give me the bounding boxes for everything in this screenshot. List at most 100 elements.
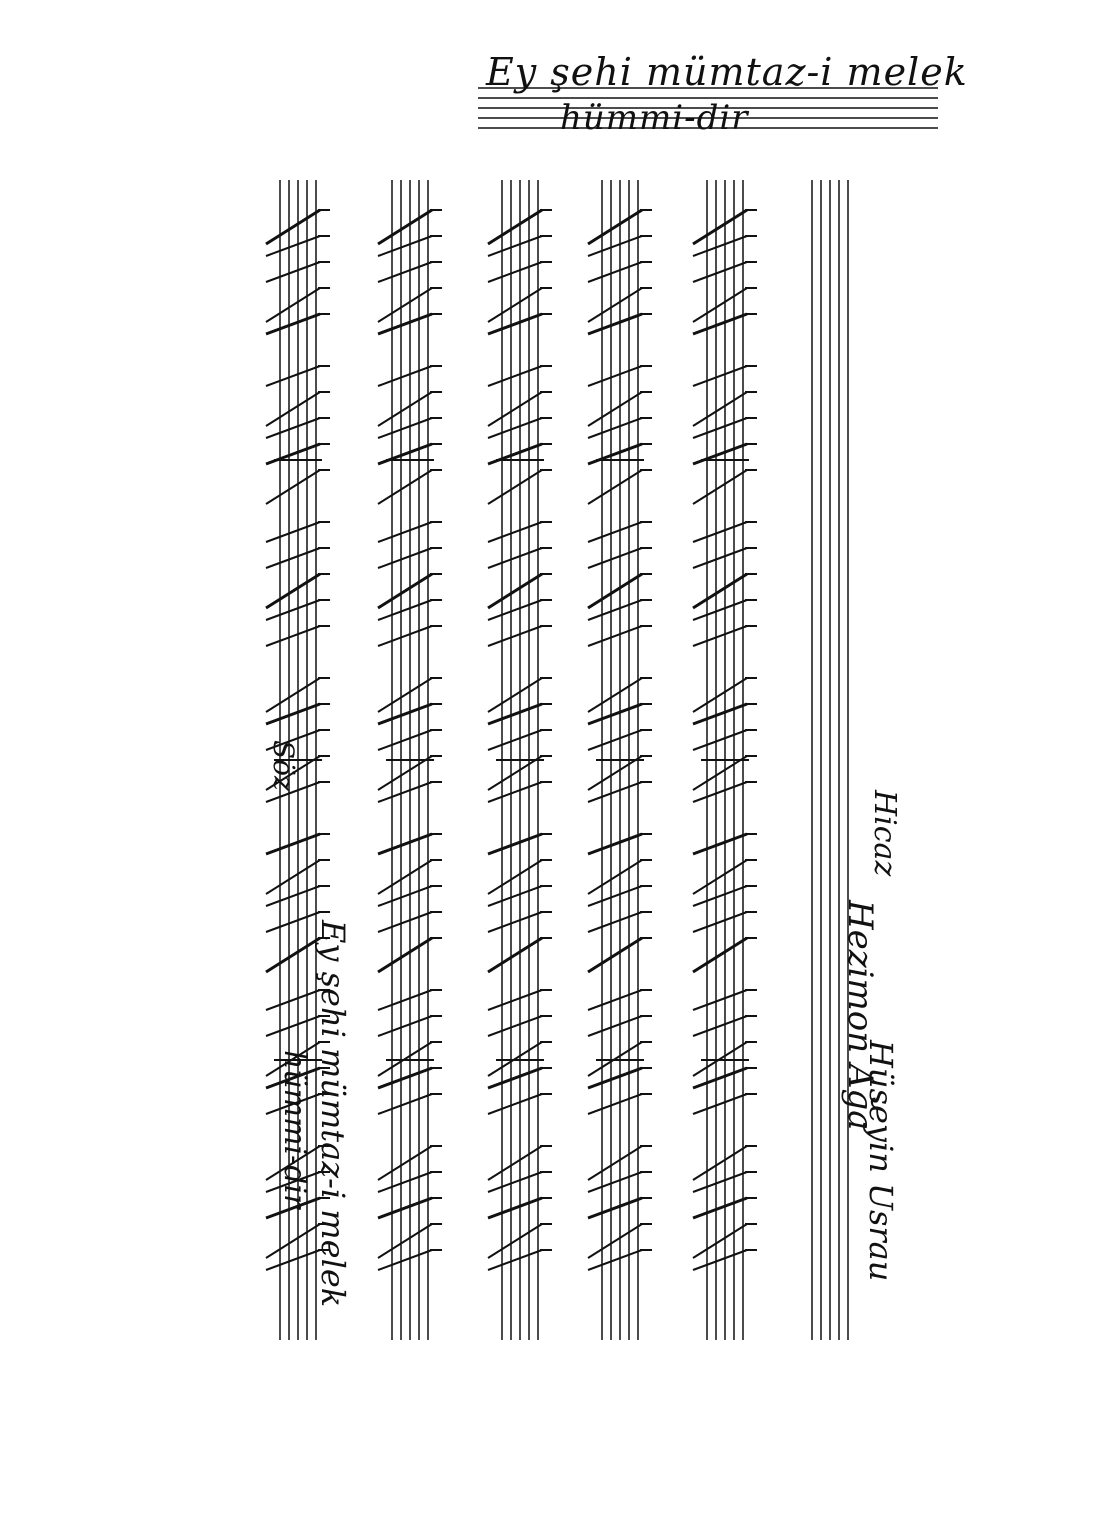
staff-5: [692, 180, 757, 1340]
note-stroke: [487, 469, 543, 505]
note-stroke: [487, 547, 543, 569]
note-stroke: [487, 625, 543, 647]
note-stroke: [692, 911, 748, 933]
note-stroke: [692, 729, 748, 751]
note-stroke: [692, 208, 748, 246]
note-stroke: [587, 599, 643, 621]
note-stroke: [377, 1145, 433, 1181]
note-stroke: [692, 702, 748, 726]
note-stroke: [265, 1066, 321, 1090]
note-stroke: [265, 417, 321, 439]
note-stroke: [265, 885, 321, 907]
note-stroke: [377, 936, 433, 974]
note-stroke: [265, 1093, 321, 1115]
note-stroke: [265, 729, 321, 751]
note-stroke: [377, 521, 433, 543]
note-stroke: [587, 677, 643, 713]
note-stroke: [377, 287, 433, 323]
note-stroke: [587, 911, 643, 933]
note-stroke: [692, 1145, 748, 1181]
note-stroke: [692, 312, 748, 336]
note-stroke: [487, 521, 543, 543]
note-stroke: [265, 1145, 321, 1181]
note-stroke: [377, 625, 433, 647]
note-stroke: [265, 547, 321, 569]
note-stroke: [692, 755, 748, 791]
note-stroke: [692, 1015, 748, 1037]
note-stroke: [692, 599, 748, 621]
note-stroke: [487, 287, 543, 323]
note-stroke: [587, 832, 643, 856]
note-stroke: [487, 208, 543, 246]
note-stroke: [377, 312, 433, 336]
note-stroke: [487, 832, 543, 856]
note-stroke: [587, 702, 643, 726]
note-stroke: [587, 572, 643, 610]
note-stroke: [377, 832, 433, 856]
note-stroke: [587, 1223, 643, 1259]
note-stroke: [265, 936, 321, 974]
attribution-header: Hezimon Ağa: [840, 900, 880, 1131]
staff-3: [487, 180, 552, 1340]
note-stroke: [692, 859, 748, 895]
note-stroke: [692, 1249, 748, 1271]
top-title-block: Ey şehi mümtaz-i melek hümmi-dir: [478, 46, 998, 156]
note-stroke: [487, 391, 543, 427]
note-stroke: [265, 1015, 321, 1037]
note-stroke: [587, 547, 643, 569]
note-stroke: [487, 365, 543, 387]
note-stroke: [487, 312, 543, 336]
note-stroke: [692, 521, 748, 543]
note-stroke: [377, 1223, 433, 1259]
note-stroke: [487, 1015, 543, 1037]
note-stroke: [377, 599, 433, 621]
genre-header: Hicaz: [867, 790, 902, 877]
note-stroke: [487, 1145, 543, 1181]
note-stroke: [587, 781, 643, 803]
note-stroke: [587, 1066, 643, 1090]
note-stroke: [377, 702, 433, 726]
note-stroke: [487, 885, 543, 907]
note-stroke: [587, 885, 643, 907]
note-stroke: [377, 1015, 433, 1037]
note-stroke: [587, 989, 643, 1011]
note-stroke: [265, 859, 321, 895]
note-stroke: [487, 1093, 543, 1115]
note-stroke: [265, 208, 321, 246]
note-stroke: [377, 989, 433, 1011]
note-stroke: [377, 235, 433, 257]
note-stroke: [265, 261, 321, 283]
note-stroke: [487, 1171, 543, 1193]
note-stroke: [265, 832, 321, 856]
note-stroke: [487, 702, 543, 726]
note-stroke: [377, 911, 433, 933]
note-stroke: [587, 859, 643, 895]
note-stroke: [265, 989, 321, 1011]
note-stroke: [487, 1223, 543, 1259]
note-stroke: [692, 677, 748, 713]
note-stroke: [377, 1196, 433, 1220]
note-stroke: [377, 781, 433, 803]
note-stroke: [377, 572, 433, 610]
note-stroke: [377, 261, 433, 283]
note-stroke: [265, 1249, 321, 1271]
note-stroke: [587, 1093, 643, 1115]
note-stroke: [587, 729, 643, 751]
note-stroke: [587, 1196, 643, 1220]
note-stroke: [587, 1171, 643, 1193]
note-stroke: [587, 235, 643, 257]
note-stroke: [265, 599, 321, 621]
note-stroke: [377, 365, 433, 387]
note-stroke: [692, 469, 748, 505]
note-stroke: [377, 1171, 433, 1193]
note-stroke: [692, 547, 748, 569]
note-stroke: [692, 365, 748, 387]
note-stroke: [377, 755, 433, 791]
note-stroke: [487, 781, 543, 803]
title-line-1: Ey şehi mümtaz-i melek: [486, 50, 968, 94]
note-stroke: [265, 1171, 321, 1193]
note-stroke: [487, 755, 543, 791]
note-stroke: [265, 235, 321, 257]
note-stroke: [487, 235, 543, 257]
